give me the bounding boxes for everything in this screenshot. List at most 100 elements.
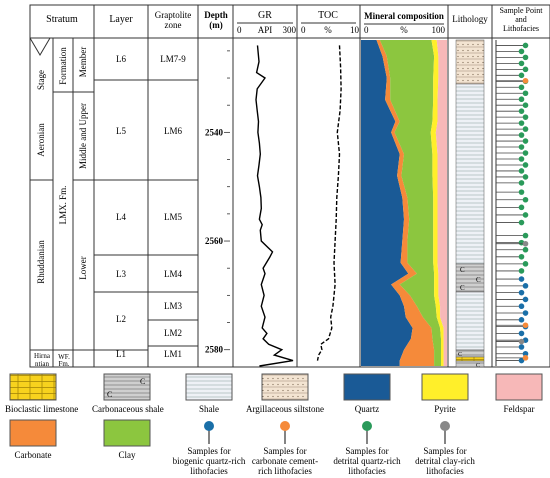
sample-point xyxy=(518,84,525,91)
sample-point xyxy=(522,102,529,108)
pyrite-swatch xyxy=(421,373,469,401)
svg-text:C: C xyxy=(458,352,462,358)
stage-aeronian: Aeronian xyxy=(36,123,46,157)
sample-point xyxy=(522,283,529,289)
sample-point xyxy=(522,296,529,303)
sample-point xyxy=(522,246,529,253)
sample-point xyxy=(522,212,529,218)
legend-quartz: Quartz xyxy=(343,373,391,414)
svg-text:Samples for: Samples for xyxy=(345,446,388,456)
bioclastic-limestone-swatch xyxy=(9,373,57,401)
sample-point xyxy=(518,120,525,126)
sample-point xyxy=(522,196,529,203)
sample-point xyxy=(522,90,529,97)
legend: Bioclastic limestone C C Carbonaceous sh… xyxy=(5,373,543,476)
sample-point xyxy=(518,132,525,138)
sample-point xyxy=(518,72,525,79)
toc-unit: % xyxy=(324,25,332,35)
legend-bioclastic-limestone: Bioclastic limestone xyxy=(5,373,78,414)
legend-carbonate-cement-sample: Samples for carbonate cement- rich litho… xyxy=(252,421,318,476)
sample-point xyxy=(522,54,529,61)
svg-text:ntian: ntian xyxy=(35,360,49,368)
detrital-clay-pin-icon xyxy=(440,421,450,431)
gr-unit: API xyxy=(258,25,273,35)
svg-text:lithofacies: lithofacies xyxy=(426,466,464,476)
carbonaceous-shale-label: Carbonaceous shale xyxy=(92,404,164,414)
svg-text:Fm.: Fm. xyxy=(58,360,69,368)
clay-label: Clay xyxy=(119,450,136,460)
formation-lmx: LMX. Fm. xyxy=(58,186,68,225)
sample-point xyxy=(518,189,525,195)
sample-point xyxy=(518,276,525,282)
sample-point xyxy=(522,138,529,144)
mineral-track xyxy=(361,40,447,366)
legend-carbonate: Carbonate xyxy=(9,419,57,460)
sample-point xyxy=(522,232,529,239)
svg-text:C: C xyxy=(140,377,145,386)
sample-point xyxy=(522,350,529,357)
lith-bioclastic-limestone xyxy=(455,356,485,362)
svg-text:biogenic quartz-rich: biogenic quartz-rich xyxy=(173,456,246,466)
pyrite-area xyxy=(430,40,444,366)
svg-text:Samples for: Samples for xyxy=(187,446,230,456)
sample-point xyxy=(518,338,525,345)
sample-point xyxy=(522,66,529,73)
toc-max: 10 xyxy=(350,25,360,35)
lith-shale-lower xyxy=(455,291,485,351)
lithology-column: C C C C C xyxy=(455,39,485,369)
svg-text:C: C xyxy=(476,363,480,369)
gr-track xyxy=(255,45,294,367)
legend-detrital-quartz-sample: Samples for detrital quartz-rich lithofa… xyxy=(333,421,401,476)
layer-l2: L2 xyxy=(116,314,126,324)
stage-subheader: Stage xyxy=(36,70,46,90)
svg-text:lithofacies: lithofacies xyxy=(190,466,228,476)
quartz-swatch xyxy=(343,373,391,401)
feldspar-area xyxy=(435,40,447,366)
toc-curve xyxy=(316,45,342,361)
depth-tick-label: 2560 xyxy=(205,236,224,246)
lith-carbonaceous-shale-3 xyxy=(455,360,485,368)
lith-carb-letter: C xyxy=(460,266,465,274)
sample-point xyxy=(518,96,525,103)
stage-rhuddanian: Rhuddanian xyxy=(36,240,46,284)
sample-point xyxy=(522,240,529,247)
gr-curve xyxy=(255,45,294,367)
layer-l3: L3 xyxy=(116,269,126,279)
sample-track xyxy=(495,40,529,366)
formation-wf: WF. xyxy=(58,353,70,361)
sample-point xyxy=(518,156,525,162)
clay-area xyxy=(379,40,441,366)
sample-point xyxy=(518,204,525,211)
svg-text:detrital quartz-rich: detrital quartz-rich xyxy=(333,456,401,466)
depth-tick-label: 2580 xyxy=(205,345,224,355)
sample-point xyxy=(522,42,529,49)
sample-point xyxy=(518,48,525,55)
zone-lm6: LM6 xyxy=(164,126,183,136)
detrital-quartz-pin-icon xyxy=(362,421,372,431)
sample-point xyxy=(518,357,525,364)
carbonate-pin-icon xyxy=(280,421,290,431)
bioclastic-limestone-label: Bioclastic limestone xyxy=(5,404,78,414)
zone-lm2: LM2 xyxy=(164,328,182,338)
gr-header: GR xyxy=(258,10,272,21)
sample-point xyxy=(522,355,529,361)
sample-point xyxy=(522,114,529,120)
toc-track xyxy=(316,45,342,361)
svg-text:rich lithofacies: rich lithofacies xyxy=(258,466,312,476)
mineral-unit: % xyxy=(400,25,408,35)
shale-swatch xyxy=(185,373,233,401)
member-lower: Lower xyxy=(78,256,88,280)
legend-shale: Shale xyxy=(185,373,233,414)
formation-subheader: Formation xyxy=(58,47,68,85)
sample-point xyxy=(522,126,529,132)
argillaceous-siltstone-label: Argillaceous siltstone xyxy=(246,404,324,414)
sample-point xyxy=(518,108,525,114)
carbonaceous-shale-swatch xyxy=(103,373,151,401)
legend-clay: Clay xyxy=(103,419,151,460)
sample-point xyxy=(518,317,525,323)
sample-point xyxy=(518,168,525,174)
sample-point xyxy=(518,60,525,67)
mineral-min: 0 xyxy=(364,25,369,35)
